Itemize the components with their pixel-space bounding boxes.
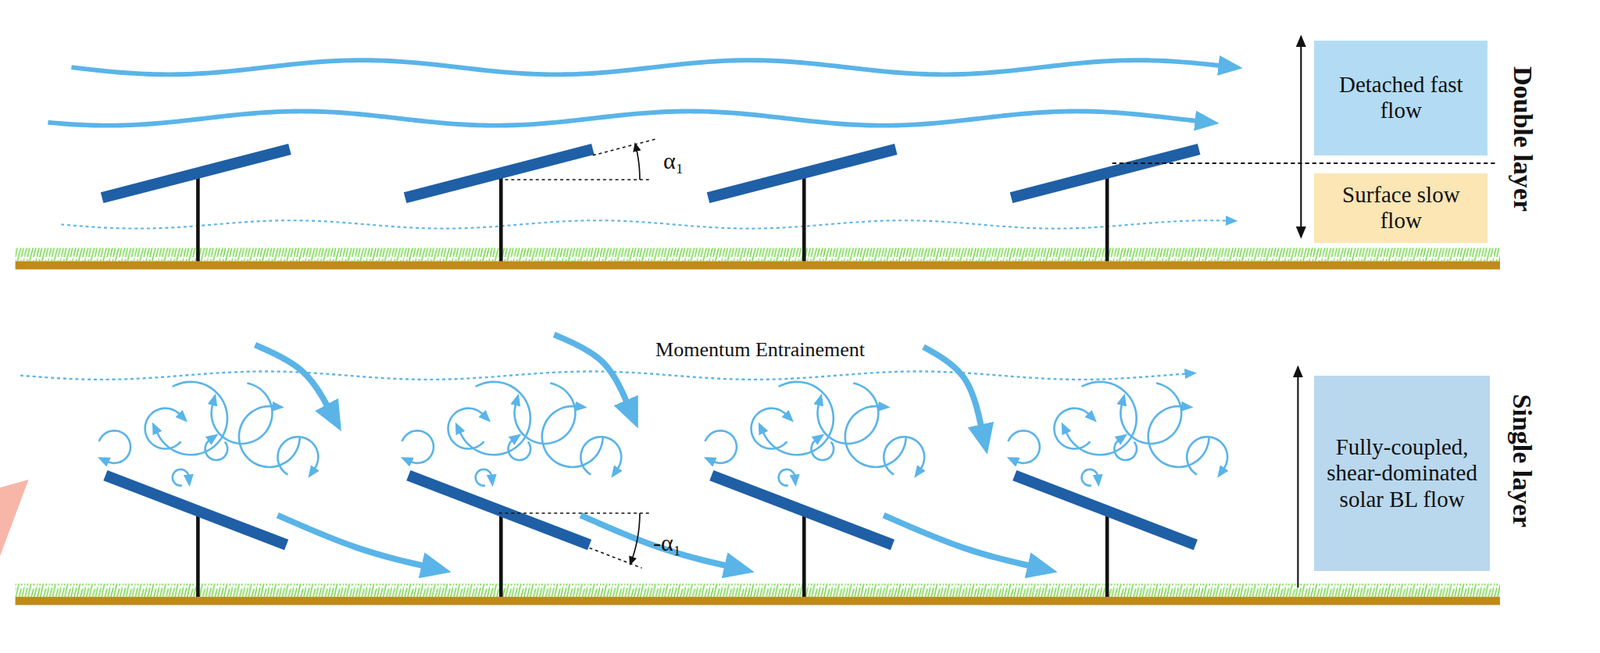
eddy [402,430,434,464]
entrainment-line [20,371,1188,379]
eddy [1120,382,1182,444]
panel-post [499,512,504,597]
eddy [1114,439,1137,461]
eddy [156,382,228,455]
box-text: Fully-coupled, shear-dominated solar BL … [1320,434,1484,513]
angle-arc [635,144,640,180]
fast-flow-arrow [47,110,1199,125]
eddy [145,408,182,450]
eddy [580,436,622,475]
layer-height-arrow [1300,36,1302,237]
eddy [1007,430,1040,464]
grass [15,247,1500,261]
eddy [750,408,787,450]
panel-post [802,175,807,262]
layer-height-arrow [1296,367,1299,588]
eddy [1082,469,1099,486]
entrainment-arrow [255,345,329,409]
ground [15,260,1500,269]
fast-flow-box: Detached fast flow [1314,40,1488,155]
generated-illustration [20,60,1229,597]
eddy [448,408,485,450]
panel-post [1105,512,1110,597]
entrainment-arrow [553,334,628,404]
solar-panel [709,470,895,550]
solar-panel [406,470,592,550]
solar-panel [403,143,595,204]
entrainment-arrow [923,346,982,429]
flow-arrow [580,515,729,567]
eddy [883,436,925,475]
flow-arrow [277,515,425,567]
grass [15,583,1500,597]
eddy [475,469,493,486]
eddy [239,406,300,468]
solar-panel [1010,143,1201,204]
angle-reference [499,178,653,181]
eddy [277,436,318,475]
angle-arc [630,513,640,565]
eddy [845,406,907,468]
panel-title: Single layer [1507,394,1538,529]
panel-title: Double layer [1507,66,1538,212]
solar-panel [707,143,898,204]
eddy [172,469,190,486]
eddy [99,430,131,464]
eddy [810,439,834,461]
eddy [704,430,736,464]
slow-flow-box: Surface slow flow [1314,173,1488,243]
slow-flow-arrow [60,220,1229,229]
box-text: Surface slow flow [1320,182,1482,235]
eddy [1065,382,1137,455]
eddy [1186,436,1228,475]
angle-label: -α₁ [653,529,682,557]
eddy [1148,406,1210,468]
eddy [542,406,604,468]
edge-mark [0,479,29,557]
coupled-flow-box: Fully-coupled, shear-dominated solar BL … [1314,375,1490,572]
angle-reference [499,512,653,515]
fast-flow-arrow [71,60,1222,75]
eddy [205,439,229,461]
angle-reference [592,139,658,156]
solar-panel [103,470,289,550]
eddy [459,382,531,455]
eddy [762,382,834,455]
panel-post [196,175,200,262]
panel-post [499,175,504,262]
flow-arrow [883,515,1032,567]
panel-post [1105,175,1110,262]
ground [15,596,1500,605]
eddy [817,382,879,444]
solar-panel [100,143,292,204]
solar-panel [1012,470,1198,550]
eddy [1053,408,1090,450]
flow-annotation: Momentum Entrainement [655,338,865,362]
panel-post [196,512,200,597]
panel-post [802,512,807,597]
eddy [211,382,273,444]
angle-label: α₁ [663,147,684,175]
box-text: Detached fast flow [1320,71,1482,125]
eddy [508,439,532,461]
eddy [514,382,576,444]
layer-divide-line [1112,162,1497,165]
eddy [778,469,796,486]
